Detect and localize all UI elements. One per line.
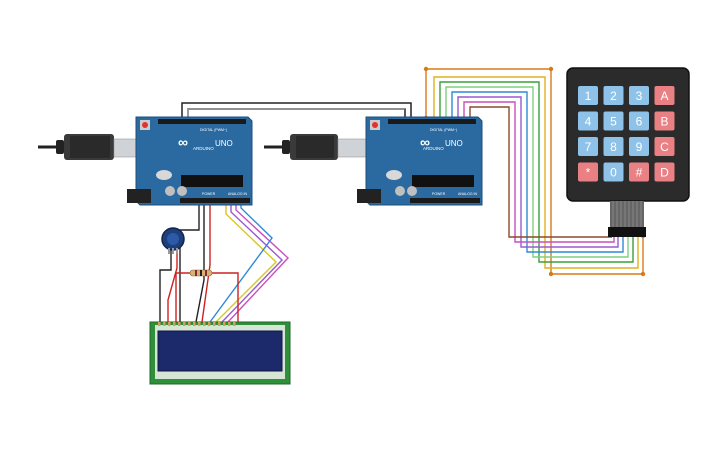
keypad-key-D[interactable] xyxy=(654,162,675,182)
keypad-key-3[interactable] xyxy=(629,86,649,105)
keypad-key-label: 8 xyxy=(610,140,617,154)
keypad-key-label: C xyxy=(660,140,669,154)
usb-cable-icon xyxy=(264,134,375,160)
board1-power-label: POWER xyxy=(202,192,216,196)
board1-brand: ARDUINO xyxy=(193,146,214,151)
keypad-key-4[interactable] xyxy=(578,111,598,131)
potentiometer-icon xyxy=(161,227,185,254)
keypad-key-B[interactable] xyxy=(654,111,675,131)
keypad-key-5[interactable] xyxy=(603,111,624,131)
keypad-key-label: D xyxy=(660,166,669,180)
keypad-key-label: * xyxy=(586,166,591,180)
keypad-key-label: 2 xyxy=(610,89,617,103)
keypad-key-8[interactable] xyxy=(603,137,624,156)
keypad-key-C[interactable] xyxy=(654,137,675,156)
keypad-key-7[interactable] xyxy=(578,137,598,156)
keypad-key-label: 9 xyxy=(636,140,643,154)
resistor-icon xyxy=(189,269,213,277)
keypad-key-label: # xyxy=(636,166,643,180)
keypad-key-6[interactable] xyxy=(629,111,649,131)
lcd-wires xyxy=(159,204,289,323)
svg-text:∞: ∞ xyxy=(420,134,430,150)
arduino-board-1[interactable]: ∞ ARDUINO UNO DIGITAL (PWM~) POWER ANALO… xyxy=(127,116,253,206)
lcd-display xyxy=(149,321,291,385)
keypad-key-A[interactable] xyxy=(654,86,675,105)
usb-cable-icon xyxy=(38,134,151,160)
board1-digital-label: DIGITAL (PWM~) xyxy=(200,128,227,132)
keypad-key-label: 0 xyxy=(610,166,617,180)
keypad-key-0[interactable] xyxy=(603,162,624,182)
keypad-key-label: 1 xyxy=(585,89,592,103)
keypad-key-label: A xyxy=(660,89,668,103)
keypad-wires xyxy=(425,68,644,275)
board2-digital-label: DIGITAL (PWM~) xyxy=(430,128,457,132)
board2-analog-label: ANALOG IN xyxy=(458,192,478,196)
board1-model: UNO xyxy=(215,139,233,148)
keypad-key-label: 7 xyxy=(585,140,592,154)
keypad-key-1[interactable] xyxy=(578,86,598,105)
keypad-key-#[interactable] xyxy=(629,162,649,182)
keypad-key-label: 5 xyxy=(610,115,617,129)
arduino-board-2[interactable]: ∞ ARDUINO UNO DIGITAL (PWM~) POWER ANALO… xyxy=(357,116,483,206)
keypad-key-*[interactable] xyxy=(578,162,598,182)
keypad-key-2[interactable] xyxy=(603,86,624,105)
keypad-key-label: 4 xyxy=(585,115,592,129)
svg-text:∞: ∞ xyxy=(178,134,188,150)
board2-power-label: POWER xyxy=(432,192,446,196)
board2-brand: ARDUINO xyxy=(423,146,444,151)
keypad[interactable]: 1 2 3 A 4 5 6 B 7 8 9 C * 0 # D xyxy=(566,67,690,237)
keypad-key-label: 3 xyxy=(636,89,643,103)
board2-model: UNO xyxy=(445,139,463,148)
keypad-key-label: B xyxy=(660,115,668,129)
keypad-key-label: 6 xyxy=(636,115,643,129)
board1-analog-label: ANALOG IN xyxy=(228,192,248,196)
keypad-key-9[interactable] xyxy=(629,137,649,156)
